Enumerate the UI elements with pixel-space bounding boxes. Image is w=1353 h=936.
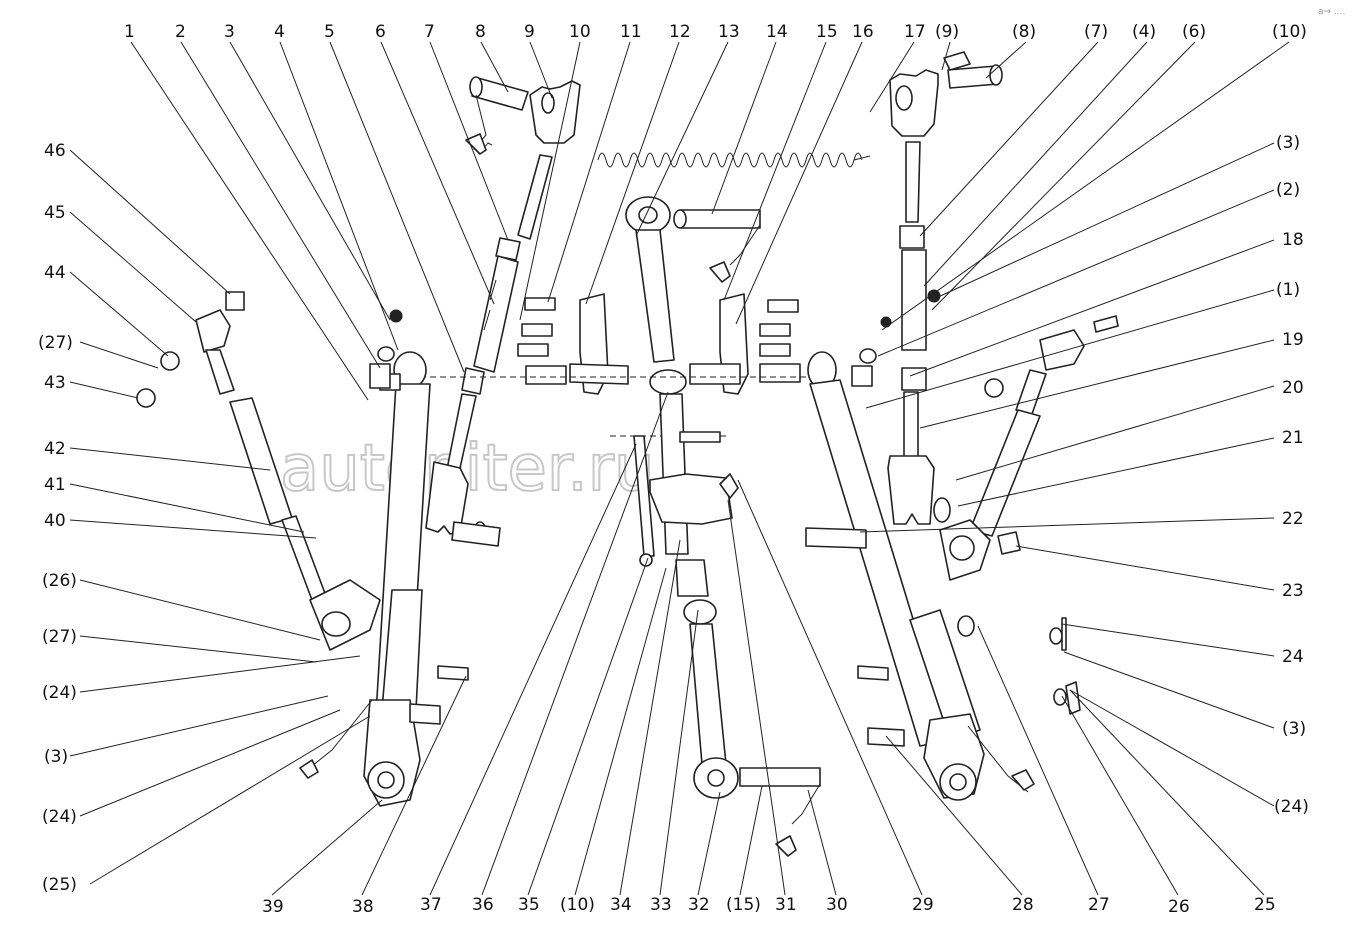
callout: 41	[44, 475, 66, 495]
callout: 7	[424, 22, 435, 42]
callout: 5	[324, 22, 335, 42]
callout: 32	[688, 895, 710, 915]
callout: 26	[1168, 897, 1190, 917]
corner-mark: a→ ....	[1318, 7, 1345, 17]
left-lower-link	[299, 351, 431, 807]
callout: 46	[44, 141, 66, 161]
callout: (9)	[935, 22, 959, 42]
callout: 25	[1254, 895, 1276, 915]
callout: (3)	[1282, 719, 1306, 739]
right-top-fork	[889, 51, 1003, 223]
callout: 18	[1282, 230, 1304, 250]
callout: 33	[650, 895, 672, 915]
callout: (24)	[42, 807, 77, 827]
callout: 40	[44, 511, 66, 531]
callout: 8	[475, 22, 486, 42]
callout: (7)	[1084, 22, 1108, 42]
callout: 24	[1282, 647, 1304, 667]
leader-lines	[69, 41, 1290, 896]
callout: 14	[766, 22, 788, 42]
callout: 13	[718, 22, 740, 42]
callout: 39	[262, 897, 284, 917]
center-lower-link	[633, 393, 821, 857]
callout: 21	[1282, 428, 1304, 448]
callout: (24)	[1274, 797, 1309, 817]
center-top-arm	[625, 196, 687, 395]
callout: 4	[274, 22, 285, 42]
callout: (6)	[1182, 22, 1206, 42]
callout: 10	[569, 22, 591, 42]
callout: (1)	[1276, 280, 1300, 300]
watermark: autopiter.ru	[280, 432, 655, 506]
right-callouts: (3) (2) 18 (1) 19 20 21 22 23 24 (3) (24…	[1274, 133, 1309, 817]
callout: 27	[1088, 895, 1110, 915]
bushes	[369, 346, 1081, 747]
callout: 15	[816, 22, 838, 42]
top-callouts: 1 2 3 4 5 6 7 8 9 10 11 12 13 14 15 16 1…	[124, 22, 1307, 42]
center-brackets	[517, 293, 801, 395]
callout: 17	[904, 22, 926, 42]
callout: 29	[912, 895, 934, 915]
callout: 2	[175, 22, 186, 42]
left-top-fork	[465, 76, 581, 240]
callout: (2)	[1276, 180, 1300, 200]
pin-top-center	[673, 209, 761, 283]
callout: 6	[375, 22, 386, 42]
callout: 42	[44, 439, 66, 459]
callout: 31	[775, 895, 797, 915]
callout: (4)	[1132, 22, 1156, 42]
left-stabiliser	[136, 291, 381, 651]
right-stabiliser	[939, 315, 1119, 581]
callout: 9	[524, 22, 535, 42]
callout: 30	[826, 895, 848, 915]
callout: (15)	[726, 895, 761, 915]
callout: (26)	[42, 571, 77, 591]
callout: 23	[1282, 581, 1304, 601]
callout: 44	[44, 263, 66, 283]
callout: 1	[124, 22, 135, 42]
right-lower-link	[805, 351, 1035, 801]
callout: (10)	[560, 895, 595, 915]
callout: 12	[669, 22, 691, 42]
callout: 35	[518, 895, 540, 915]
left-callouts: 46 45 44 (27) 43 42 41 40 (26) (27) (24)…	[38, 141, 77, 895]
callout: 16	[852, 22, 874, 42]
bottom-callouts: 39 38 37 36 35 (10) 34 33 32 (15) 31 30 …	[262, 895, 1276, 917]
callout: 19	[1282, 330, 1304, 350]
callout: 11	[620, 22, 642, 42]
callout: (10)	[1272, 22, 1307, 42]
right-turnbuckle	[887, 225, 951, 525]
callout: (27)	[38, 333, 73, 353]
callout: 45	[44, 203, 66, 223]
callout: 22	[1282, 509, 1304, 529]
callout: 37	[420, 895, 442, 915]
callout: 34	[610, 895, 632, 915]
callout: (25)	[42, 875, 77, 895]
callout: 20	[1282, 378, 1304, 398]
callout: (24)	[42, 683, 77, 703]
callout: 3	[224, 22, 235, 42]
parts-artwork	[136, 51, 1119, 857]
callout: 43	[44, 373, 66, 393]
callout: (27)	[42, 627, 77, 647]
callout: (3)	[1276, 133, 1300, 153]
callout: (3)	[44, 747, 68, 767]
callout: (8)	[1012, 22, 1036, 42]
callout: 28	[1012, 895, 1034, 915]
spring	[597, 152, 871, 168]
callout: 38	[352, 897, 374, 917]
callout: 36	[472, 895, 494, 915]
